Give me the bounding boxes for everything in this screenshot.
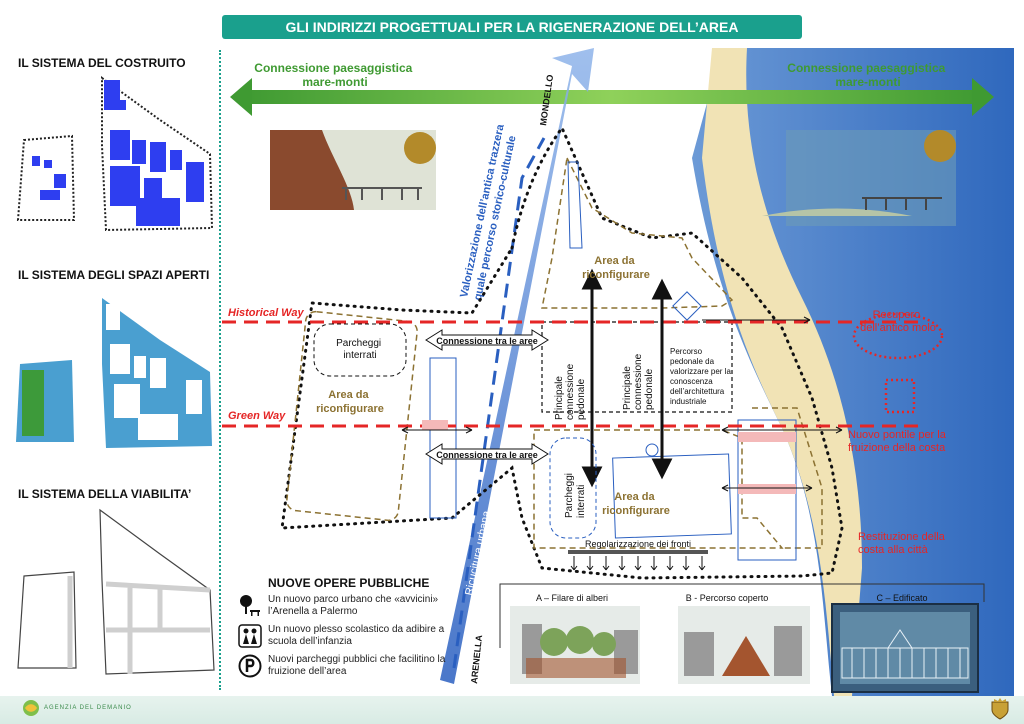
fronti-arrows <box>570 556 706 571</box>
section-road-heading: IL SISTEMA DELLA VIABILITA’ <box>18 487 192 501</box>
road-system-map <box>17 508 215 675</box>
opere-text-parking: Nuovi parcheggi pubblici che facilitino … <box>268 654 446 677</box>
opere-heading: NUOVE OPERE PUBBLICHE <box>268 576 430 590</box>
section-a-image <box>510 606 640 684</box>
connessione-label-2: Connessione tra le aree <box>436 450 538 460</box>
section-a-label: A – Filare di alberi <box>536 593 608 603</box>
trazzera-label: Valorizzazione dell’antica trazzera qual… <box>458 120 521 301</box>
footer-brand: AGENZIA DEL DEMANIO <box>44 705 132 711</box>
parking-icon <box>238 654 262 678</box>
principale-label-2: Principale connessione pedonale <box>622 351 655 410</box>
page-title: GLI INDIRIZZI PROGETTUALI PER LA RIGENER… <box>222 15 802 39</box>
master-plan-diagram: Connessione paesaggistica mare-monti Con… <box>222 48 1014 696</box>
open-space-map <box>16 298 212 448</box>
photo-sea-pier <box>762 130 956 226</box>
section-c-image <box>831 603 979 693</box>
nuovo-pontile-label: Nuovo pontile per la fruizione della cos… <box>848 429 949 454</box>
children-icon <box>238 624 262 648</box>
city-crest-icon <box>991 698 1009 720</box>
photo-cliff-pier <box>270 130 436 210</box>
area-bottom-label: Area da riconfigurare <box>602 491 670 517</box>
section-open-heading: IL SISTEMA DEGLI SPAZI APERTI <box>18 268 210 282</box>
site-boundary <box>280 125 844 580</box>
area-left-label: Area da riconfigurare <box>316 389 384 415</box>
opere-text-park: Un nuovo parco urbano che «avvicini» l’A… <box>268 594 439 617</box>
arenella-label: ARENELLA <box>469 634 484 684</box>
opere-list: Un nuovo parco urbano che «avvicini» l’A… <box>238 594 450 678</box>
column-divider <box>219 50 221 690</box>
area-top-label: Area da riconfigurare <box>582 255 650 281</box>
connessione-arrow-2 <box>425 443 549 465</box>
section-b-image <box>678 606 810 684</box>
parcheggi-bottom-label: Parcheggi interrati <box>564 470 587 518</box>
percorso-pedonale-label: Percorso pedonale da valorizzare per la … <box>670 347 733 406</box>
built-system-map <box>16 76 214 232</box>
opere-text-school: Un nuovo plesso scolastico da adibire a … <box>268 624 445 647</box>
section-built-heading: IL SISTEMA DEL COSTRUITO <box>18 56 186 70</box>
green-connection-arrow <box>230 78 994 116</box>
connessione-arrow-1 <box>425 329 549 351</box>
restituzione-label: Restituzione della costa alla città <box>858 531 948 556</box>
opere-item-park: Un nuovo parco urbano che «avvicini» l’A… <box>238 594 450 618</box>
parcheggi-top-label: Parcheggi interrati <box>336 338 384 361</box>
agency-logo-icon <box>23 700 39 716</box>
connection-right-label: Connessione paesaggistica mare-monti <box>787 61 948 89</box>
urban-blue-arrow <box>440 48 594 684</box>
recupero-label: Recupero dell’antico molo <box>860 309 936 334</box>
historical-way-label: Historical Way <box>228 307 304 319</box>
footer <box>0 696 1024 724</box>
connection-left-label: Connessione paesaggistica mare-monti <box>254 61 415 89</box>
green-way-label: Green Way <box>228 410 286 422</box>
section-b-label: B - Percorso coperto <box>686 593 769 603</box>
section-c-label: C – Edificato <box>876 593 927 603</box>
regolarizzazione-label: Regolarizzazione dei fronti <box>585 539 691 549</box>
connessione-label-1: Connessione tra le aree <box>436 336 538 346</box>
tree-bench-icon <box>240 595 260 616</box>
opere-item-parking: Nuovi parcheggi pubblici che facilitino … <box>238 654 450 678</box>
principale-label-1: Principale connessione pedonale <box>554 361 587 420</box>
opere-item-school: Un nuovo plesso scolastico da adibire a … <box>238 624 450 648</box>
